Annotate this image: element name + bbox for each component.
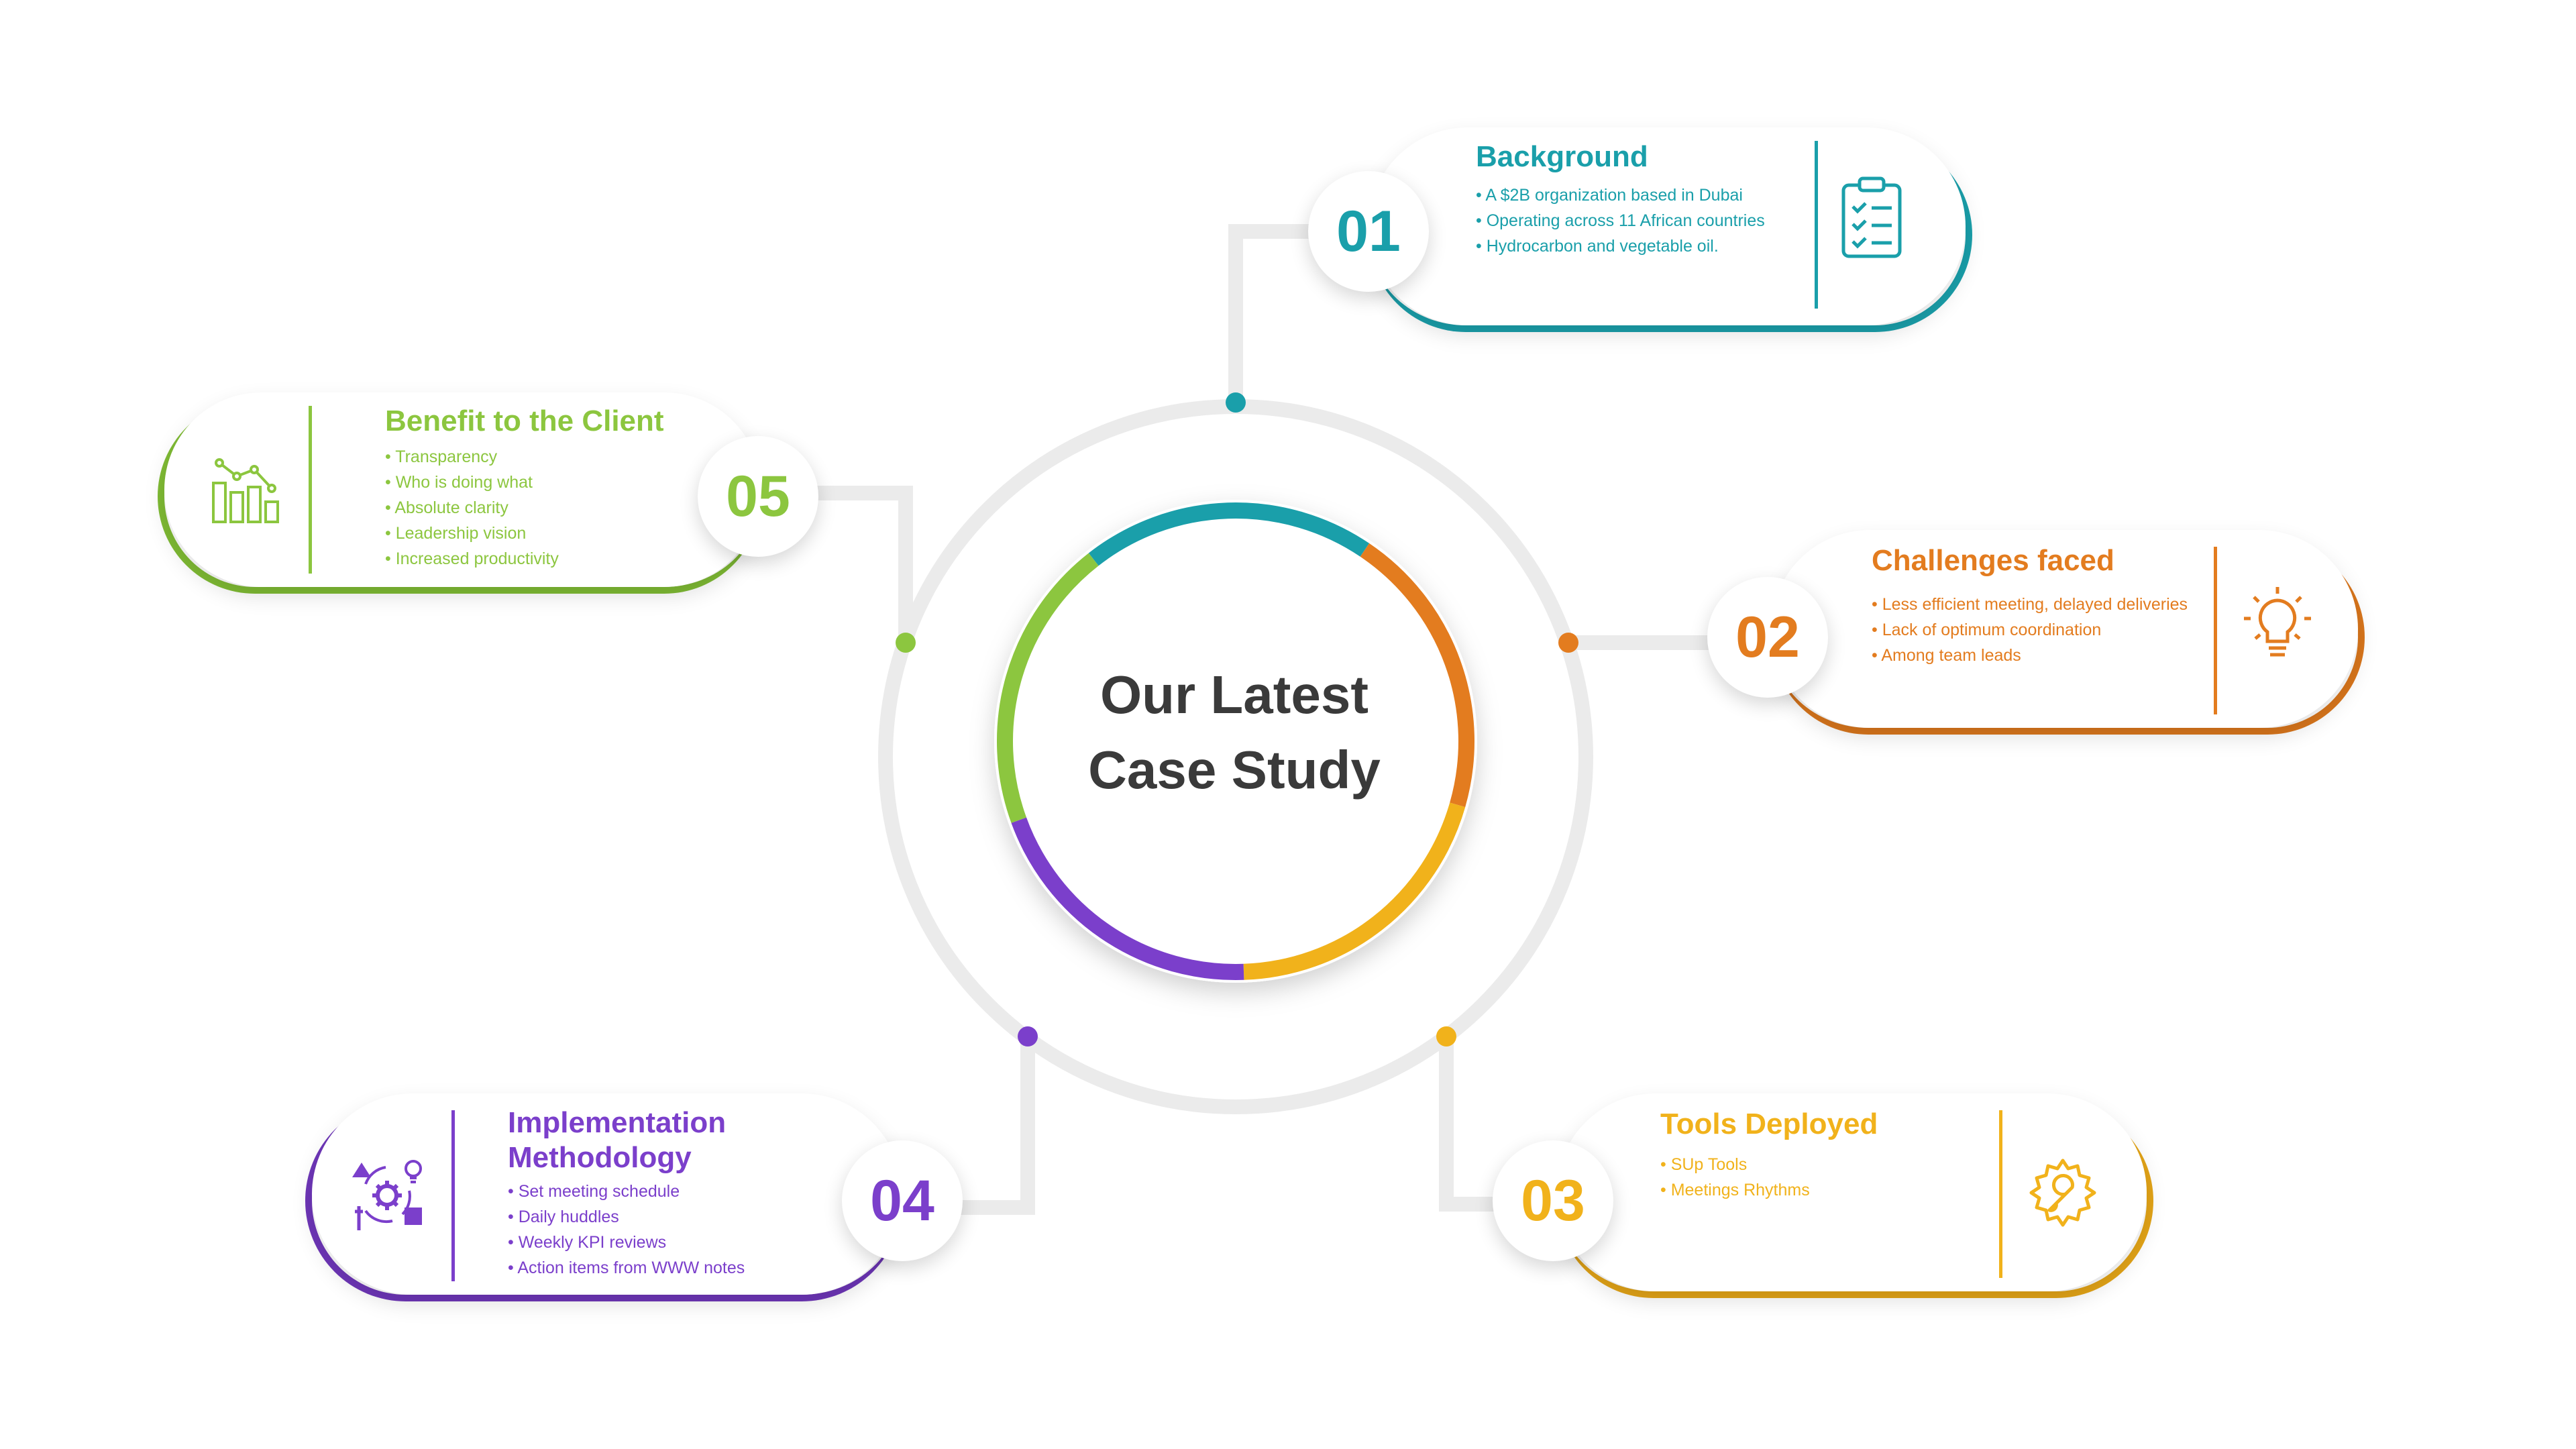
card-05-list: Transparency Who is doing what Absolute … bbox=[385, 444, 559, 572]
card-01-divider bbox=[1815, 141, 1818, 309]
card-01-title: Background bbox=[1476, 140, 1648, 173]
dot-01 bbox=[1226, 392, 1246, 413]
arc-segment-4 bbox=[1011, 817, 1244, 980]
card-01-list: A $2B organization based in Dubai Operat… bbox=[1476, 182, 1765, 259]
list-item: Who is doing what bbox=[385, 470, 559, 495]
list-item: Leadership vision bbox=[385, 521, 559, 546]
card-04-title-line1: Implementation bbox=[508, 1106, 727, 1139]
card-04-list: Set meeting schedule Daily huddles Weekl… bbox=[508, 1179, 745, 1281]
dot-05 bbox=[896, 633, 916, 653]
card-02-edge bbox=[1771, 540, 2365, 735]
card-03-edge bbox=[1556, 1104, 2153, 1298]
card-tools bbox=[1556, 1093, 2147, 1291]
list-item: Action items from WWW notes bbox=[508, 1255, 745, 1281]
card-04-title-line2: Methodology bbox=[508, 1141, 692, 1174]
step-number-01: 01 bbox=[1308, 171, 1429, 292]
card-02-title: Challenges faced bbox=[1872, 544, 2114, 577]
list-item: Meetings Rhythms bbox=[1660, 1177, 1810, 1203]
list-item: Weekly KPI reviews bbox=[508, 1230, 745, 1255]
bar-chart-trend-icon bbox=[212, 458, 279, 523]
card-03-list: SUp Tools Meetings Rhythms bbox=[1660, 1152, 1810, 1203]
list-item: Daily huddles bbox=[508, 1204, 745, 1230]
step-number-02: 02 bbox=[1707, 577, 1828, 698]
card-05-divider bbox=[309, 406, 312, 574]
list-item: Transparency bbox=[385, 444, 559, 470]
card-04-edge bbox=[305, 1100, 902, 1301]
center-circle bbox=[994, 500, 1477, 983]
arc-segment-2 bbox=[1360, 543, 1474, 808]
arc-segment-1 bbox=[1088, 502, 1370, 566]
list-item: Among team leads bbox=[1872, 643, 2188, 668]
lightbulb-icon bbox=[2244, 587, 2311, 657]
dot-04 bbox=[1018, 1026, 1038, 1046]
step-number-04: 04 bbox=[842, 1140, 963, 1261]
card-02-list: Less efficient meeting, delayed deliveri… bbox=[1872, 592, 2188, 668]
connector-01 bbox=[1228, 224, 1335, 404]
list-item: Operating across 11 African countries bbox=[1476, 208, 1765, 233]
card-03-divider bbox=[1999, 1110, 2002, 1278]
progress-arc bbox=[997, 502, 1474, 980]
step-number-05: 05 bbox=[698, 436, 818, 557]
card-05-title: Benefit to the Client bbox=[385, 405, 664, 437]
card-03-title: Tools Deployed bbox=[1660, 1108, 1878, 1140]
card-04-title: Implementation Methodology bbox=[508, 1106, 726, 1175]
arc-segment-5 bbox=[997, 553, 1099, 823]
center-title-line2: Case Study bbox=[1088, 740, 1381, 800]
list-item: Lack of optimum coordination bbox=[1872, 617, 2188, 643]
card-05-edge bbox=[158, 399, 761, 594]
arc-segment-3 bbox=[1243, 802, 1466, 980]
list-item: Set meeting schedule bbox=[508, 1179, 745, 1204]
list-item: Absolute clarity bbox=[385, 495, 559, 521]
connector-05 bbox=[798, 486, 913, 643]
card-04-divider bbox=[451, 1110, 455, 1281]
process-cycle-icon bbox=[352, 1160, 422, 1230]
list-item: SUp Tools bbox=[1660, 1152, 1810, 1177]
step-number-03: 03 bbox=[1493, 1140, 1613, 1261]
dot-03 bbox=[1436, 1026, 1456, 1046]
center-title: Our Latest Case Study bbox=[1020, 657, 1449, 808]
list-item: Hydrocarbon and vegetable oil. bbox=[1476, 233, 1765, 259]
clipboard-checklist-icon bbox=[1841, 176, 1902, 258]
card-01-edge bbox=[1368, 138, 1972, 332]
list-item: Less efficient meeting, delayed deliveri… bbox=[1872, 592, 2188, 617]
list-item: A $2B organization based in Dubai bbox=[1476, 182, 1765, 208]
list-item: Increased productivity bbox=[385, 546, 559, 572]
dot-02 bbox=[1558, 633, 1578, 653]
wrench-gear-icon bbox=[2029, 1159, 2096, 1227]
center-title-line1: Our Latest bbox=[1099, 665, 1369, 724]
card-02-divider bbox=[2214, 547, 2217, 714]
